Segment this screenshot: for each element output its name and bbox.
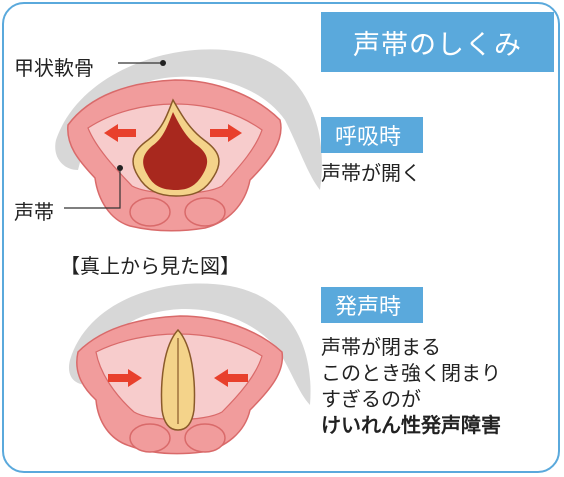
phonation-description: 声帯が閉まる このとき強く閉まり すぎるのが けいれん性発声障害 [321, 334, 501, 438]
leader-vocal-cords [64, 168, 121, 209]
page-title: 声帯のしくみ [321, 12, 554, 72]
airway-open [143, 112, 208, 190]
vocal-cords-label: 声帯 [14, 200, 54, 224]
figure-caption: 【真上から見た図】 [60, 254, 240, 278]
phonation-line: 声帯が閉まる [321, 335, 441, 359]
phonation-line: すぎるのが [321, 387, 421, 411]
phonation-emphasis: けいれん性発声障害 [321, 413, 501, 437]
thyroid-cartilage-top [55, 49, 322, 190]
thyroid-cartilage-label: 甲状軟骨 [14, 56, 94, 80]
thyroid-cartilage-bottom [68, 283, 311, 405]
breathing-description: 声帯が開く [321, 161, 421, 185]
arrow-right-icon [108, 369, 142, 387]
phonation-label: 発声時 [321, 287, 423, 323]
arrow-left-icon [104, 124, 136, 142]
arrow-left-icon [214, 369, 248, 387]
larynx-closed-figure [68, 283, 311, 455]
larynx-open-figure [55, 49, 322, 232]
arrow-right-icon [210, 124, 242, 142]
breathing-label: 呼吸時 [321, 117, 423, 153]
phonation-line: このとき強く閉まり [321, 361, 501, 385]
